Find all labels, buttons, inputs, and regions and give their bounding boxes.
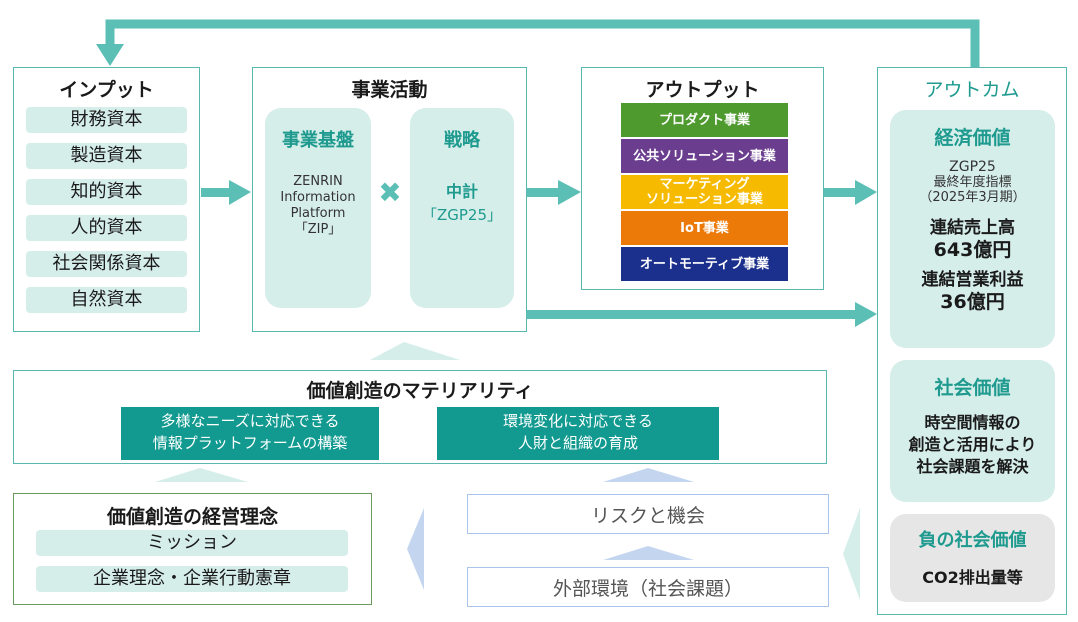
philosophy-title: 価値創造の経営理念 — [106, 506, 278, 528]
foundation-title: 事業基盤 — [282, 130, 354, 151]
business-panel: 事業活動 事業基盤 ZENRIN Information Platform 「Z… — [252, 67, 527, 332]
social-line: 創造と活用により — [908, 435, 1037, 454]
risk-opportunity-box: リスクと機会 — [467, 494, 829, 534]
social-title: 社会価値 — [934, 377, 1011, 399]
output-item-marketing: マーケティングソリューション事業 — [621, 175, 788, 209]
philosophy-up-arrow — [155, 468, 248, 482]
output-item-iot: IoT事業 — [621, 211, 788, 245]
outcome-panel: アウトカム 経済価値 ZGP25 最終年度指標 （2025年3月期） 連結売上高… — [877, 67, 1067, 615]
external-environment-box: 外部環境（社会課題） — [467, 567, 829, 607]
output-list: プロダクト事業 公共ソリューション事業 マーケティングソリューション事業 IoT… — [621, 103, 788, 283]
right-chevron-arrow — [843, 508, 860, 600]
input-item: 製造資本 — [26, 143, 187, 169]
foundation-box: 事業基盤 ZENRIN Information Platform 「ZIP」 — [265, 108, 371, 308]
input-item: 社会関係資本 — [26, 251, 187, 277]
input-item: 人的資本 — [26, 215, 187, 241]
materiality-title: 価値創造のマテリアリティ — [306, 380, 534, 402]
materiality-panel: 価値創造のマテリアリティ 多様なニーズに対応できる情報プラットフォームの構築 環… — [13, 370, 827, 464]
sales-value: 643億円 — [933, 239, 1012, 261]
foundation-line: ZENRIN — [293, 174, 343, 189]
input-to-business-arrow — [201, 188, 231, 197]
strategy-title: 戦略 — [444, 130, 480, 151]
profit-value: 36億円 — [940, 291, 1005, 313]
materiality-people-box: 環境変化に対応できる人財と組織の育成 — [437, 407, 719, 460]
input-panel: インプット 財務資本 製造資本 知的資本 人的資本 社会関係資本 自然資本 — [13, 67, 200, 332]
foundation-line: 「ZIP」 — [294, 222, 342, 237]
cross-icon: ✖ — [378, 176, 402, 209]
target-line: （2025年3月期） — [919, 190, 1026, 205]
sales-label: 連結売上高 — [930, 218, 1015, 238]
environment-up-arrow — [603, 546, 694, 560]
social-line: 社会課題を解決 — [916, 457, 1029, 476]
input-item: 財務資本 — [26, 107, 187, 133]
output-item-automotive: オートモーティブ事業 — [621, 247, 788, 281]
economic-title: 経済価値 — [934, 127, 1011, 149]
output-panel: アウトプット プロダクト事業 公共ソリューション事業 マーケティングソリューショ… — [581, 67, 824, 290]
output-item-public: 公共ソリューション事業 — [621, 139, 788, 173]
philosophy-item: 企業理念・企業行動憲章 — [36, 566, 348, 592]
business-title: 事業活動 — [351, 79, 428, 101]
strategy-line: 「ZGP25」 — [421, 206, 503, 224]
left-chevron-arrow — [407, 508, 424, 590]
foundation-line: Information — [280, 190, 356, 205]
materiality-platform-box: 多様なニーズに対応できる情報プラットフォームの構築 — [121, 407, 379, 460]
input-item: 知的資本 — [26, 179, 187, 205]
feedback-loop-arrow — [105, 19, 980, 67]
output-title: アウトプット — [645, 79, 760, 101]
negative-title: 負の社会価値 — [918, 530, 1027, 551]
risk-up-arrow — [603, 468, 694, 482]
outcome-title: アウトカム — [924, 79, 1020, 101]
materiality-up-arrow — [370, 342, 460, 360]
target-line: ZGP25 — [949, 159, 996, 175]
social-line: 時空間情報の — [924, 413, 1021, 432]
strategy-box: 戦略 中計 「ZGP25」 — [410, 108, 514, 308]
target-line: 最終年度指標 — [933, 175, 1012, 190]
profit-label: 連結営業利益 — [921, 270, 1024, 290]
output-item-product: プロダクト事業 — [621, 103, 788, 137]
input-title: インプット — [59, 79, 154, 101]
feedback-loop-arrowhead — [96, 44, 124, 66]
input-item: 自然資本 — [26, 287, 187, 313]
business-to-outcome-arrow — [527, 310, 857, 319]
foundation-line: Platform — [290, 206, 346, 221]
mission-item: ミッション — [36, 530, 348, 556]
economic-value-box: 経済価値 ZGP25 最終年度指標 （2025年3月期） 連結売上高 643億円… — [890, 110, 1055, 348]
philosophy-panel: 価値創造の経営理念 ミッション 企業理念・企業行動憲章 — [13, 493, 372, 605]
output-to-outcome-arrow — [824, 188, 857, 197]
social-value-box: 社会価値 時空間情報の 創造と活用により 社会課題を解決 — [890, 360, 1055, 502]
strategy-line: 中計 — [445, 182, 478, 201]
negative-line: CO2排出量等 — [922, 568, 1023, 587]
negative-value-box: 負の社会価値 CO2排出量等 — [890, 514, 1055, 602]
business-to-output-arrow — [527, 188, 561, 197]
